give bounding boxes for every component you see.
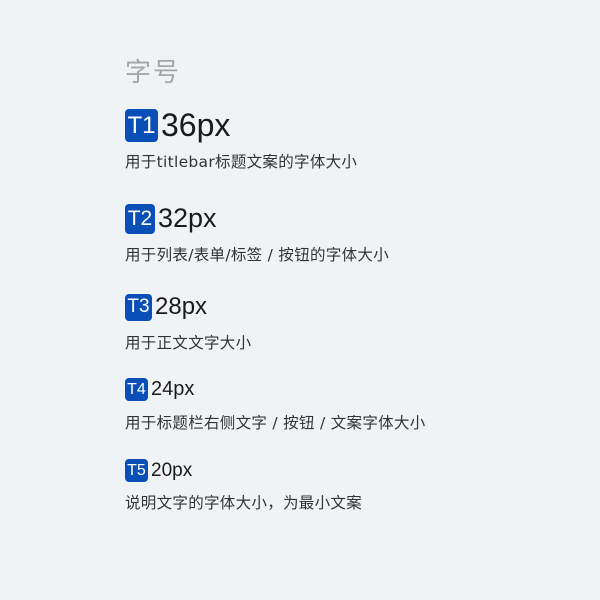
size-description: 用于正文文字大小 <box>125 334 252 352</box>
font-size-t5: T5 20px <box>125 459 192 482</box>
size-value: 24px <box>151 378 195 400</box>
size-description: 用于列表/表单/标签 / 按钮的字体大小 <box>125 246 390 264</box>
tag-badge: T1 <box>125 109 158 142</box>
size-value: 28px <box>155 293 208 320</box>
size-description: 用于titlebar标题文案的字体大小 <box>125 153 358 171</box>
font-size-t3: T3 28px <box>125 293 207 321</box>
tag-badge: T4 <box>125 378 148 401</box>
size-description: 说明文字的字体大小，为最小文案 <box>125 494 363 512</box>
size-value: 20px <box>151 459 193 481</box>
tag-badge: T5 <box>125 459 148 482</box>
size-description: 用于标题栏右侧文字 / 按钮 / 文案字体大小 <box>125 414 426 432</box>
page-title: 字号 <box>125 58 182 88</box>
size-value: 36px <box>161 107 231 143</box>
font-size-t4: T4 24px <box>125 378 194 401</box>
size-value: 32px <box>158 203 217 233</box>
tag-badge: T2 <box>125 203 155 234</box>
tag-badge: T3 <box>125 293 152 321</box>
font-size-t1: T1 36px <box>125 107 230 144</box>
font-size-t2: T2 32px <box>125 203 217 234</box>
